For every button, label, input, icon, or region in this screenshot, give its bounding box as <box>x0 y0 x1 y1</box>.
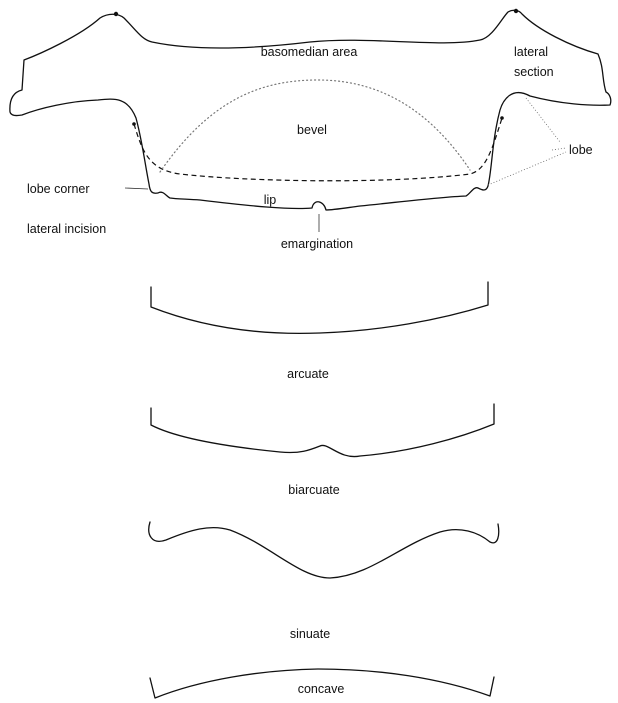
basomedian-area-label: basomedian area <box>261 45 358 59</box>
lip-label: lip <box>264 193 277 207</box>
shape-sinuate: sinuate <box>148 521 500 641</box>
emargination-label: emargination <box>281 237 353 251</box>
lobe-label: lobe <box>569 143 593 157</box>
lateral-section-label-line1: lateral <box>514 45 548 59</box>
lateral-section-label-line2: section <box>514 65 554 79</box>
lobe-leader-lower <box>487 151 567 186</box>
biarcuate-label: biarcuate <box>288 483 339 497</box>
lobe-corner-label: lobe corner <box>27 182 90 196</box>
clypeus-main-figure: basomedian area lateral section bevel lo… <box>9 8 612 251</box>
concave-label: concave <box>298 682 345 696</box>
bevel-dotted-arch <box>159 79 471 173</box>
arcuate-label: arcuate <box>287 367 329 381</box>
sinuate-label: sinuate <box>290 627 330 641</box>
bevel-dashed-line <box>133 117 503 182</box>
bevel-label: bevel <box>297 123 327 137</box>
left-tip-dot <box>113 11 119 17</box>
shape-arcuate: arcuate <box>150 281 489 381</box>
lateral-incision-label: lateral incision <box>27 222 106 236</box>
concave-outline <box>149 668 495 699</box>
right-tip-dot <box>513 8 519 14</box>
sinuate-outline <box>148 521 500 579</box>
lateral-section-leader <box>525 97 561 143</box>
lobe-leader-upper <box>551 147 567 151</box>
arcuate-outline <box>150 281 489 335</box>
biarcuate-outline <box>150 403 495 458</box>
lobe-corner-leader <box>124 187 149 190</box>
shape-biarcuate: biarcuate <box>150 403 495 497</box>
shape-concave: concave <box>149 668 495 699</box>
clypeus-outline <box>9 9 612 211</box>
